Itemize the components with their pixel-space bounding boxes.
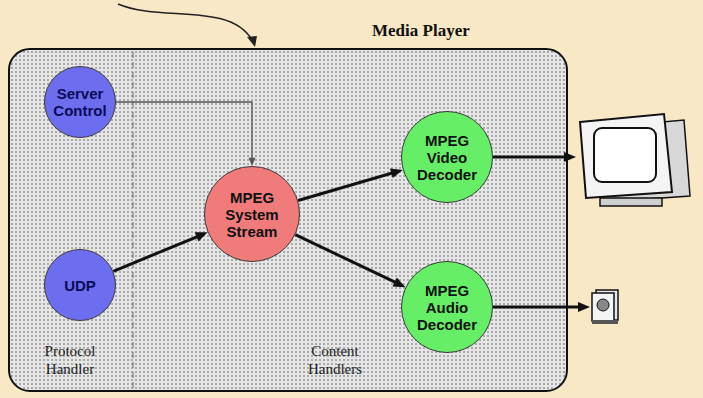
- arrow-head: [564, 152, 576, 162]
- output-line: [493, 306, 580, 309]
- control-connector: [116, 102, 256, 166]
- connector-line: [116, 102, 252, 159]
- handler-circle: MPEG Audio Decoder: [401, 261, 493, 353]
- circle-shape: [205, 167, 300, 262]
- circle-text-wrap: MPEG Video Decoder: [417, 132, 477, 183]
- connector-line: [298, 173, 392, 201]
- circle-shape: [402, 112, 493, 203]
- circle-label: UDP: [64, 277, 96, 294]
- circle-shape: [45, 67, 116, 138]
- speaker-icon: [592, 290, 618, 324]
- region-label: Protocol Handler: [32, 342, 108, 378]
- circle-label: MPEG Audio Decoder: [417, 282, 477, 333]
- region-label: Content Handlers: [293, 342, 377, 378]
- video-output-arrow: [493, 152, 576, 162]
- circle-text-wrap: MPEG Audio Decoder: [417, 282, 477, 333]
- stream-connector: [113, 232, 207, 271]
- arrow-head: [392, 277, 405, 287]
- circle-shape: [402, 262, 493, 353]
- circle-text-wrap: UDP: [64, 277, 96, 294]
- arrow-head: [248, 158, 255, 166]
- circle-label: MPEG System Stream: [225, 189, 278, 240]
- output-line: [493, 156, 566, 159]
- media-player-box: Media PlayerServer ControlUDPMPEG System…: [8, 48, 568, 392]
- connector-line: [295, 235, 395, 283]
- box-title: Media Player: [372, 21, 470, 41]
- circle-text-wrap: Server Control: [53, 85, 106, 119]
- circle-shape: [45, 250, 116, 321]
- circle-label: Server Control: [53, 85, 106, 119]
- circle-text-wrap: MPEG System Stream: [225, 189, 278, 240]
- arrow-head: [578, 302, 590, 312]
- arrow-head: [390, 168, 403, 178]
- handler-circle: MPEG Video Decoder: [401, 111, 493, 203]
- handler-circle: UDP: [44, 249, 116, 321]
- callout-arrow: [118, 4, 257, 47]
- handler-circle: Server Control: [44, 66, 116, 138]
- monitor-icon: [580, 114, 690, 206]
- arrow-head: [195, 232, 208, 241]
- handler-circle: MPEG System Stream: [204, 166, 300, 262]
- audio-output-arrow: [493, 302, 590, 312]
- circle-label: MPEG Video Decoder: [417, 132, 477, 183]
- connector-line: [113, 237, 197, 272]
- stream-connector: [298, 168, 403, 200]
- stream-connector: [295, 235, 405, 288]
